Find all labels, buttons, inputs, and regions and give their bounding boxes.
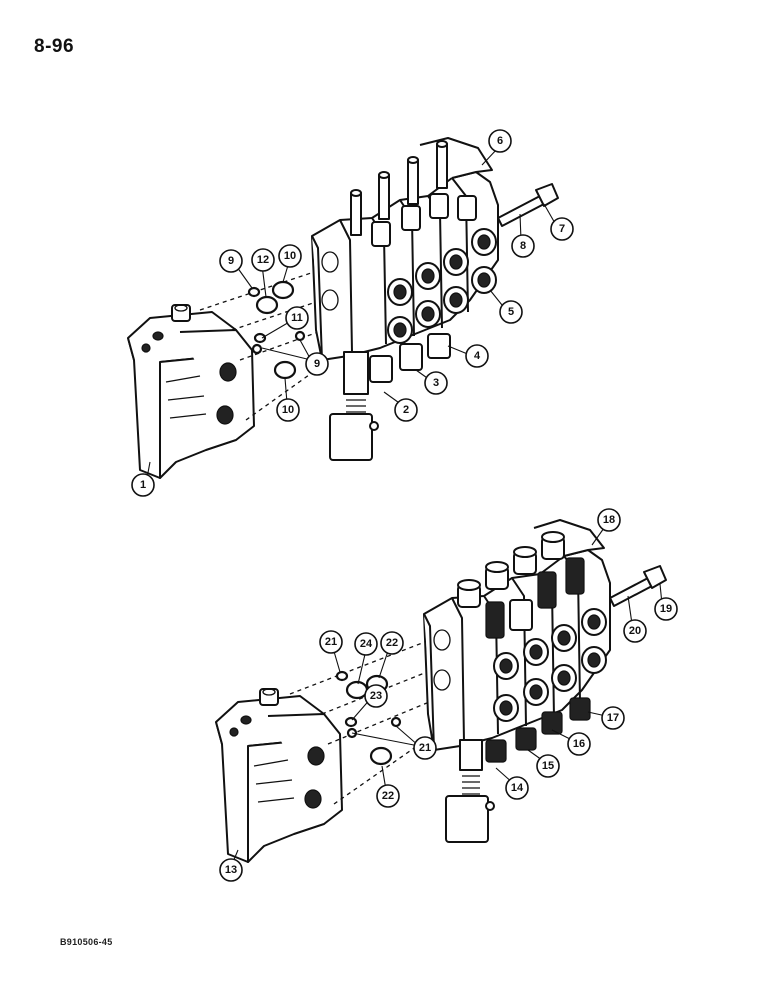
page-number: 8-96 [34,36,75,57]
svg-text:21: 21 [419,742,431,754]
svg-text:17: 17 [607,712,619,724]
upper-seals [247,280,306,380]
figure-code: B910506-45 [60,937,113,947]
upper-valve-assembly: 6 7 8 5 4 3 2 1 9 12 10 11 9 10 [127,129,574,497]
svg-text:6: 6 [497,135,503,147]
upper-callouts: 6 7 8 5 4 3 2 1 9 12 10 11 9 10 [131,129,574,497]
callout-22-bottom: 22 [376,784,400,808]
callout-16: 16 [567,732,591,756]
svg-text:2: 2 [403,404,409,416]
svg-text:21: 21 [325,636,337,648]
svg-text:10: 10 [282,404,294,416]
callout-19: 19 [654,597,678,621]
svg-text:14: 14 [511,782,524,794]
svg-text:22: 22 [386,637,398,649]
svg-text:18: 18 [603,514,615,526]
lower-callouts: 18 19 20 17 16 15 14 13 21 24 22 23 21 2… [219,508,678,882]
svg-text:8: 8 [520,240,526,252]
callout-13: 13 [219,858,243,882]
svg-text:23: 23 [370,690,382,702]
callout-9-top: 9 [219,249,243,273]
callout-21-top: 21 [319,630,343,654]
callout-21-bottom: 21 [413,736,437,760]
svg-text:19: 19 [660,603,672,615]
callout-7: 7 [550,217,574,241]
svg-text:24: 24 [360,638,373,650]
callout-9-bottom: 9 [305,352,329,376]
callout-11: 11 [285,306,309,330]
svg-text:13: 13 [225,864,237,876]
callout-2: 2 [394,398,418,422]
svg-text:9: 9 [228,255,234,267]
callout-8: 8 [511,234,535,258]
callout-4: 4 [465,344,489,368]
svg-text:11: 11 [291,312,303,324]
callout-23: 23 [364,684,388,708]
svg-text:5: 5 [508,306,514,318]
lower-inlet-cover [215,688,343,863]
callout-22-top: 22 [380,631,404,655]
spool-caps [457,531,565,608]
svg-text:7: 7 [559,223,565,235]
svg-text:20: 20 [629,625,641,637]
svg-text:3: 3 [433,377,439,389]
upper-valve-body [311,137,559,461]
svg-text:9: 9 [314,358,320,370]
svg-text:15: 15 [542,760,554,772]
callout-20: 20 [623,619,647,643]
lower-valve-assembly: 18 19 20 17 16 15 14 13 21 24 22 23 21 2… [215,508,678,882]
callout-14: 14 [505,776,529,800]
upper-inlet-cover [127,304,255,479]
svg-text:12: 12 [257,254,269,266]
callout-6: 6 [488,129,512,153]
callout-15: 15 [536,754,560,778]
svg-text:4: 4 [474,350,481,362]
svg-text:22: 22 [382,790,394,802]
svg-text:1: 1 [140,479,146,491]
callout-10-bottom: 10 [276,398,300,422]
svg-text:16: 16 [573,738,585,750]
callout-17: 17 [601,706,625,730]
callout-1: 1 [131,473,155,497]
callout-5: 5 [499,300,523,324]
lower-valve-body [423,519,667,843]
callout-10-top: 10 [278,244,302,268]
callout-24: 24 [354,632,378,656]
svg-text:10: 10 [284,250,296,262]
callout-18: 18 [597,508,621,532]
callout-3: 3 [424,371,448,395]
callout-12: 12 [251,248,275,272]
